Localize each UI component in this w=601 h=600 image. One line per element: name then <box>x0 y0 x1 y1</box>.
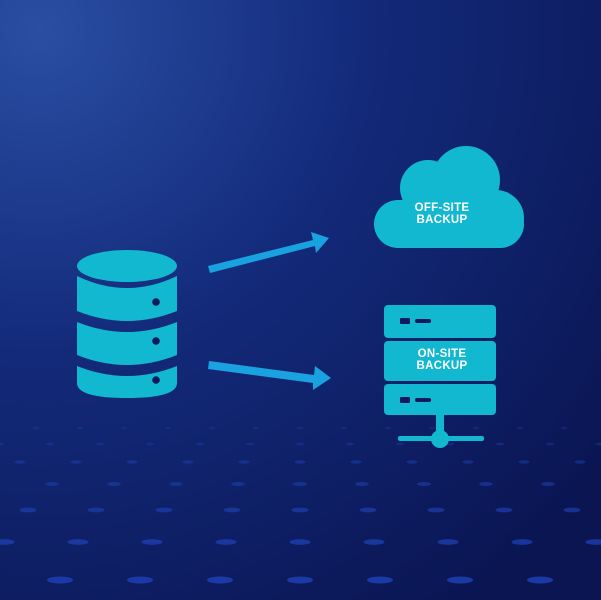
grid-dot <box>182 460 194 464</box>
grid-dot <box>527 576 553 584</box>
server-unit-bottom <box>384 384 496 415</box>
arrow-to-onsite <box>208 361 331 390</box>
grid-dot <box>472 426 480 430</box>
grid-dot <box>195 442 205 446</box>
grid-dot <box>67 539 89 545</box>
server-unit-top <box>384 305 496 338</box>
grid-dot <box>231 482 245 486</box>
perspective-dot-grid <box>0 426 601 584</box>
grid-dot <box>87 507 105 513</box>
grid-dot <box>295 442 305 446</box>
grid-dot <box>367 576 393 584</box>
grid-dot <box>595 442 601 446</box>
grid-dot <box>0 539 15 545</box>
grid-dot <box>350 460 362 464</box>
grid-dot <box>545 442 555 446</box>
grid-dot <box>107 482 121 486</box>
server-unit-middle <box>384 341 496 381</box>
grid-dot <box>427 507 445 513</box>
grid-dot <box>169 482 183 486</box>
grid-dot <box>479 482 493 486</box>
grid-dot <box>417 482 431 486</box>
grid-dot <box>223 507 241 513</box>
grid-dot <box>406 460 418 464</box>
grid-dot <box>287 576 313 584</box>
grid-dot <box>340 426 348 430</box>
onsite-label-line1: ON-SITE <box>417 348 467 360</box>
grid-dot <box>291 507 309 513</box>
grid-dot <box>155 507 173 513</box>
grid-dot <box>238 460 250 464</box>
grid-dot <box>294 460 306 464</box>
grid-dot <box>384 426 392 430</box>
grid-dot <box>462 460 474 464</box>
grid-dot <box>0 442 5 446</box>
arrow-to-offsite <box>208 232 329 273</box>
grid-dot <box>126 460 138 464</box>
grid-dot <box>252 426 260 430</box>
grid-dot <box>359 507 377 513</box>
grid-dot <box>296 426 304 430</box>
grid-dot <box>541 482 555 486</box>
grid-dot <box>437 539 459 545</box>
grid-dot <box>14 460 26 464</box>
grid-dot <box>560 426 568 430</box>
grid-dot <box>45 442 55 446</box>
grid-dot <box>245 442 255 446</box>
grid-dot <box>141 539 163 545</box>
grid-dot <box>293 482 307 486</box>
grid-dot <box>127 576 153 584</box>
grid-dot <box>215 539 237 545</box>
grid-dot <box>395 442 405 446</box>
grid-dot <box>363 539 385 545</box>
grid-dot <box>574 460 586 464</box>
grid-dot <box>289 539 311 545</box>
grid-dot <box>32 426 40 430</box>
offsite-label-line1: OFF-SITE <box>414 202 470 214</box>
grid-dot <box>164 426 172 430</box>
grid-dot <box>95 442 105 446</box>
grid-dot <box>447 576 473 584</box>
grid-dot <box>495 507 513 513</box>
grid-dot <box>47 576 73 584</box>
server-rack-icon <box>384 305 496 415</box>
grid-dot <box>19 507 37 513</box>
cloud-icon <box>374 146 524 248</box>
offsite-label-line2: BACKUP <box>416 214 468 227</box>
grid-dot <box>70 460 82 464</box>
grid-dot <box>585 539 601 545</box>
grid-dot <box>145 442 155 446</box>
database-icon <box>77 250 177 398</box>
offsite-backup-label: OFF-SITE BACKUP <box>384 202 500 226</box>
grid-dot <box>45 482 59 486</box>
grid-dot <box>345 442 355 446</box>
grid-dot <box>76 426 84 430</box>
onsite-backup-label: ON-SITE BACKUP <box>388 348 496 372</box>
grid-dot <box>563 507 581 513</box>
onsite-label-line2: BACKUP <box>416 360 468 373</box>
grid-dot <box>511 539 533 545</box>
grid-dot <box>355 482 369 486</box>
grid-dot <box>495 442 505 446</box>
grid-dot <box>208 426 216 430</box>
grid-dot <box>516 426 524 430</box>
grid-dot <box>518 460 530 464</box>
network-connector-icon <box>398 415 484 448</box>
grid-dot <box>120 426 128 430</box>
grid-dot <box>207 576 233 584</box>
grid-dot <box>428 426 436 430</box>
